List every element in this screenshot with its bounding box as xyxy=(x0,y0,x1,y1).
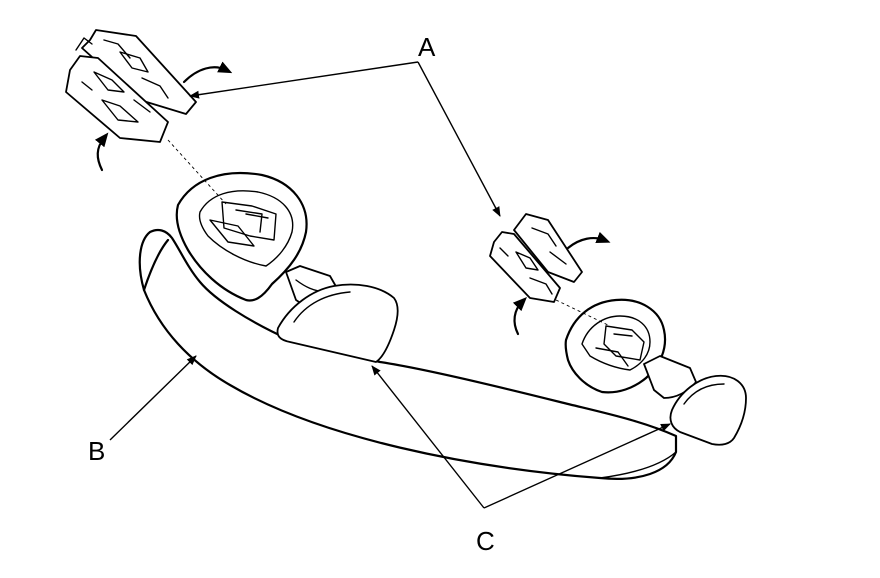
right-cap-cover xyxy=(669,374,747,446)
callout-label-c: C xyxy=(476,526,495,556)
clip-rotation-arrows xyxy=(94,61,611,336)
left-cap-cover xyxy=(276,283,399,363)
left-retaining-clip xyxy=(65,29,197,143)
assembly-guide-lines xyxy=(167,139,611,327)
leader-lines xyxy=(109,61,671,509)
grab-handle-body xyxy=(138,228,678,480)
callout-label-a: A xyxy=(418,32,436,62)
callout-label-b: B xyxy=(88,436,105,466)
right-mounting-boss xyxy=(564,298,667,394)
left-mounting-boss xyxy=(175,171,308,302)
right-retaining-clip xyxy=(489,213,583,303)
